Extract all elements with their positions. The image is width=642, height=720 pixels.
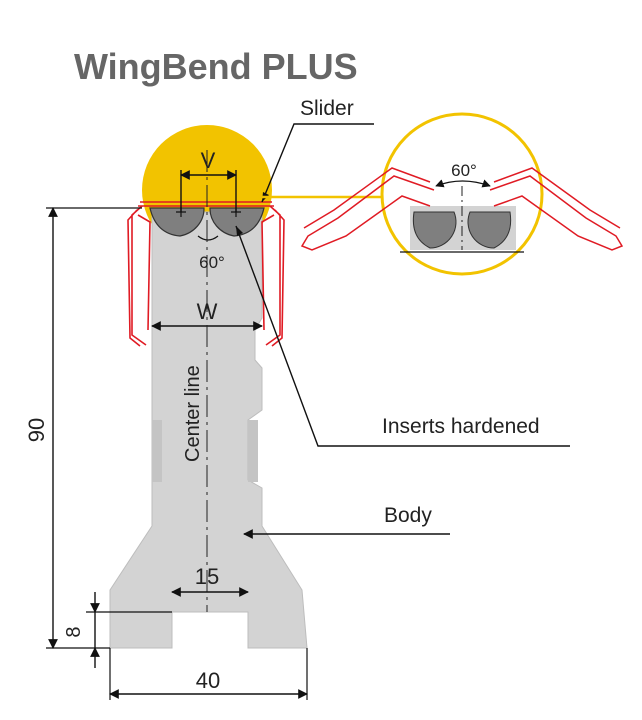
body-recess-right	[248, 420, 258, 482]
slider-leader	[261, 123, 374, 203]
insert-right	[209, 207, 265, 237]
body-label: Body	[384, 504, 432, 527]
height-label: 90	[24, 418, 49, 442]
angle-main-label: 60°	[199, 253, 225, 272]
angle-detail-label: 60°	[451, 161, 477, 180]
slider-right-wing	[261, 205, 285, 347]
base-width-label: 40	[196, 668, 220, 693]
body-recess-left	[152, 420, 162, 482]
inserts-label: Inserts hardened	[382, 415, 540, 438]
tool-body	[109, 211, 308, 649]
base-height-label: 8	[63, 626, 85, 637]
insert-left	[149, 207, 205, 237]
inserts-leader	[235, 225, 570, 447]
detail-wing-left	[300, 167, 435, 251]
angle-arc-main	[197, 235, 219, 241]
v-label: V	[201, 148, 216, 173]
slot-width-label: 15	[195, 564, 219, 589]
slider-left-wing	[127, 205, 151, 347]
page-title: WingBend PLUS	[74, 46, 358, 87]
slider-label: Slider	[300, 97, 354, 120]
center-line-label: Center line	[182, 365, 204, 462]
slider-top	[138, 201, 274, 207]
inserts-leader-arrow	[236, 226, 243, 236]
detail-wing-right	[489, 167, 624, 251]
detail-view	[380, 112, 544, 276]
